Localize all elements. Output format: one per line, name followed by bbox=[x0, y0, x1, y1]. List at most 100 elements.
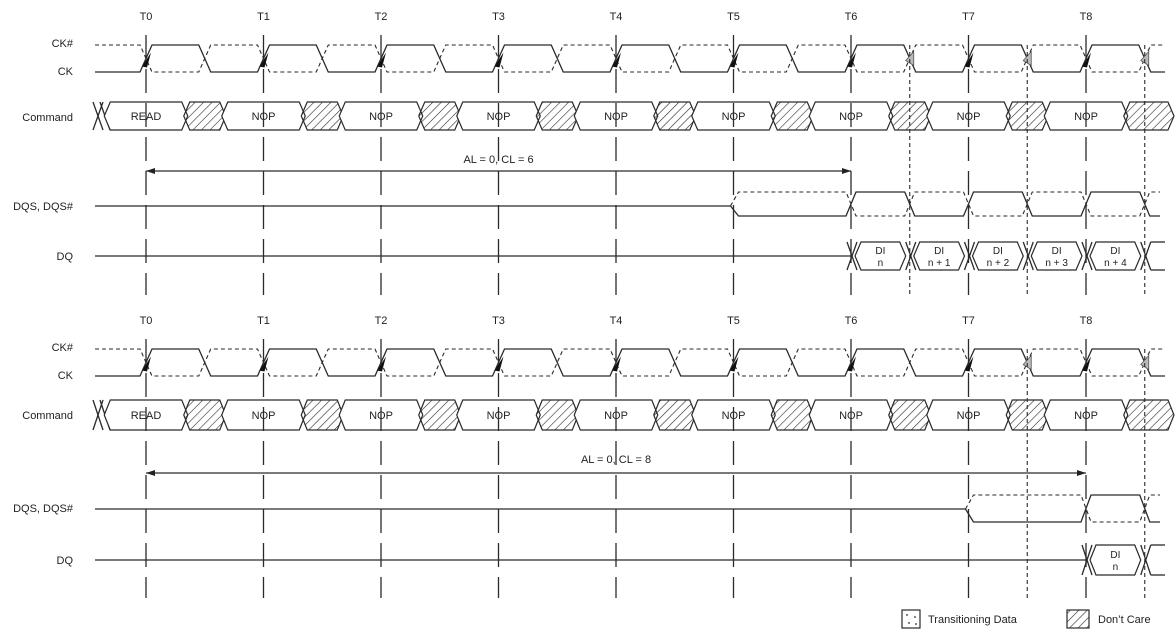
dont-care-block bbox=[653, 399, 697, 431]
data-transition bbox=[1081, 241, 1093, 271]
command-lead-hatch bbox=[92, 101, 104, 131]
clock-edge-marker bbox=[964, 356, 974, 372]
dont-care-block bbox=[300, 399, 344, 431]
time-labels: T0 T1 T2 T3 T4 T5 T6 T7 T8 bbox=[140, 315, 1093, 327]
data-beat-index: n bbox=[1113, 562, 1119, 573]
dont-care-block bbox=[770, 399, 814, 431]
data-beat-box bbox=[854, 241, 907, 271]
clock-edge-marker bbox=[729, 356, 739, 372]
data-beat-index: n + 2 bbox=[987, 258, 1010, 269]
command-lead-hatch bbox=[92, 399, 104, 431]
dqs-bar-signal bbox=[965, 494, 1160, 523]
dont-care-block bbox=[535, 101, 579, 131]
data-beat-box bbox=[971, 241, 1024, 271]
ck-label: CK bbox=[58, 370, 74, 382]
clock-edge-marker bbox=[377, 356, 386, 372]
dont-care-block bbox=[888, 399, 932, 431]
ck-label: CK bbox=[58, 66, 74, 78]
time-label-t6: T6 bbox=[845, 315, 858, 327]
dqs-signal bbox=[95, 191, 1160, 217]
data-beat-label: DI bbox=[934, 246, 944, 257]
time-label-t4: T4 bbox=[610, 11, 623, 23]
ck-bar-label: CK# bbox=[52, 342, 74, 354]
data-beat-label: DI bbox=[993, 246, 1003, 257]
clock-edge-marker bbox=[612, 356, 621, 372]
dqs-bar-signal bbox=[730, 191, 1160, 217]
ck-bar-signal bbox=[95, 348, 1165, 377]
ck-signal bbox=[95, 44, 1165, 73]
clock-edge-marker bbox=[1082, 52, 1091, 68]
time-label-t1: T1 bbox=[257, 315, 270, 327]
ck-bar-label: CK# bbox=[52, 38, 74, 50]
dq-bus: DIn bbox=[95, 544, 1165, 576]
dont-care-label: Don’t Care bbox=[1098, 614, 1151, 626]
clock-edge-marker bbox=[142, 52, 151, 68]
data-beat-box bbox=[913, 241, 966, 271]
dq-label: DQ bbox=[57, 555, 74, 567]
timing-panel-2: T0 T1 T2 T3 T4 T5 T6 T7 T8 CK# CK Command DQS, D… bbox=[13, 315, 1175, 598]
dqs-label: DQS, DQS# bbox=[13, 201, 74, 213]
clock-edge-marker bbox=[259, 356, 269, 372]
dont-care-block bbox=[418, 399, 462, 431]
dont-care-block bbox=[183, 399, 227, 431]
data-transition bbox=[1022, 241, 1034, 271]
clock-edge-marker bbox=[612, 52, 621, 68]
data-transition bbox=[963, 241, 976, 271]
dont-care-block bbox=[1123, 399, 1175, 431]
ck-signal bbox=[95, 348, 1165, 377]
time-label-t1: T1 bbox=[257, 11, 270, 23]
data-beat-box bbox=[1089, 544, 1142, 576]
time-label-t7: T7 bbox=[962, 315, 975, 327]
clock-edge-marker bbox=[377, 52, 386, 68]
time-label-t8: T8 bbox=[1080, 315, 1093, 327]
clock-edge-marker bbox=[964, 52, 974, 68]
clock-edge-marker bbox=[142, 356, 151, 372]
data-transition bbox=[1140, 241, 1152, 271]
data-beat-box bbox=[1089, 241, 1142, 271]
clock-edge-marker bbox=[847, 356, 856, 372]
clock-waveform bbox=[95, 348, 1165, 377]
grid-lines bbox=[145, 35, 1146, 295]
time-label-t7: T7 bbox=[962, 11, 975, 23]
clock-edge-marker bbox=[729, 52, 739, 68]
time-label-t3: T3 bbox=[492, 11, 505, 23]
command-label: Command bbox=[22, 410, 73, 422]
dont-care-block bbox=[183, 101, 227, 131]
dqs-waveform bbox=[95, 494, 1160, 523]
time-label-t5: T5 bbox=[727, 11, 740, 23]
transitioning-data-swatch bbox=[901, 609, 921, 629]
data-beat-index: n bbox=[878, 258, 884, 269]
latency-arrow-right bbox=[842, 168, 851, 174]
time-label-t4: T4 bbox=[610, 315, 623, 327]
dqs-waveform bbox=[95, 191, 1160, 217]
clock-waveform bbox=[95, 44, 1165, 73]
data-beat-index: n + 3 bbox=[1045, 258, 1068, 269]
time-label-t2: T2 bbox=[375, 315, 388, 327]
time-label-t5: T5 bbox=[727, 315, 740, 327]
data-beat-box bbox=[1030, 241, 1083, 271]
grid-lines bbox=[145, 339, 1146, 598]
time-label-t0: T0 bbox=[140, 11, 153, 23]
time-label-t3: T3 bbox=[492, 315, 505, 327]
latency-arrow-right bbox=[1077, 470, 1086, 476]
latency-arrow-left bbox=[146, 168, 155, 174]
dont-care-block bbox=[653, 101, 697, 131]
dont-care-block bbox=[535, 399, 579, 431]
data-beat-label: DI bbox=[875, 246, 885, 257]
dq-label: DQ bbox=[57, 251, 74, 263]
transitioning-data-label: Transitioning Data bbox=[928, 614, 1018, 626]
data-beat-label: DI bbox=[1110, 550, 1120, 561]
dqs-label: DQS, DQS# bbox=[13, 503, 74, 515]
data-beat-label: DI bbox=[1052, 246, 1062, 257]
data-beat-index: n + 4 bbox=[1104, 258, 1127, 269]
time-label-t6: T6 bbox=[845, 11, 858, 23]
data-transition bbox=[905, 241, 917, 271]
dont-care-block bbox=[300, 101, 344, 131]
data-beat-label: DI bbox=[1110, 246, 1120, 257]
time-label-t0: T0 bbox=[140, 315, 153, 327]
